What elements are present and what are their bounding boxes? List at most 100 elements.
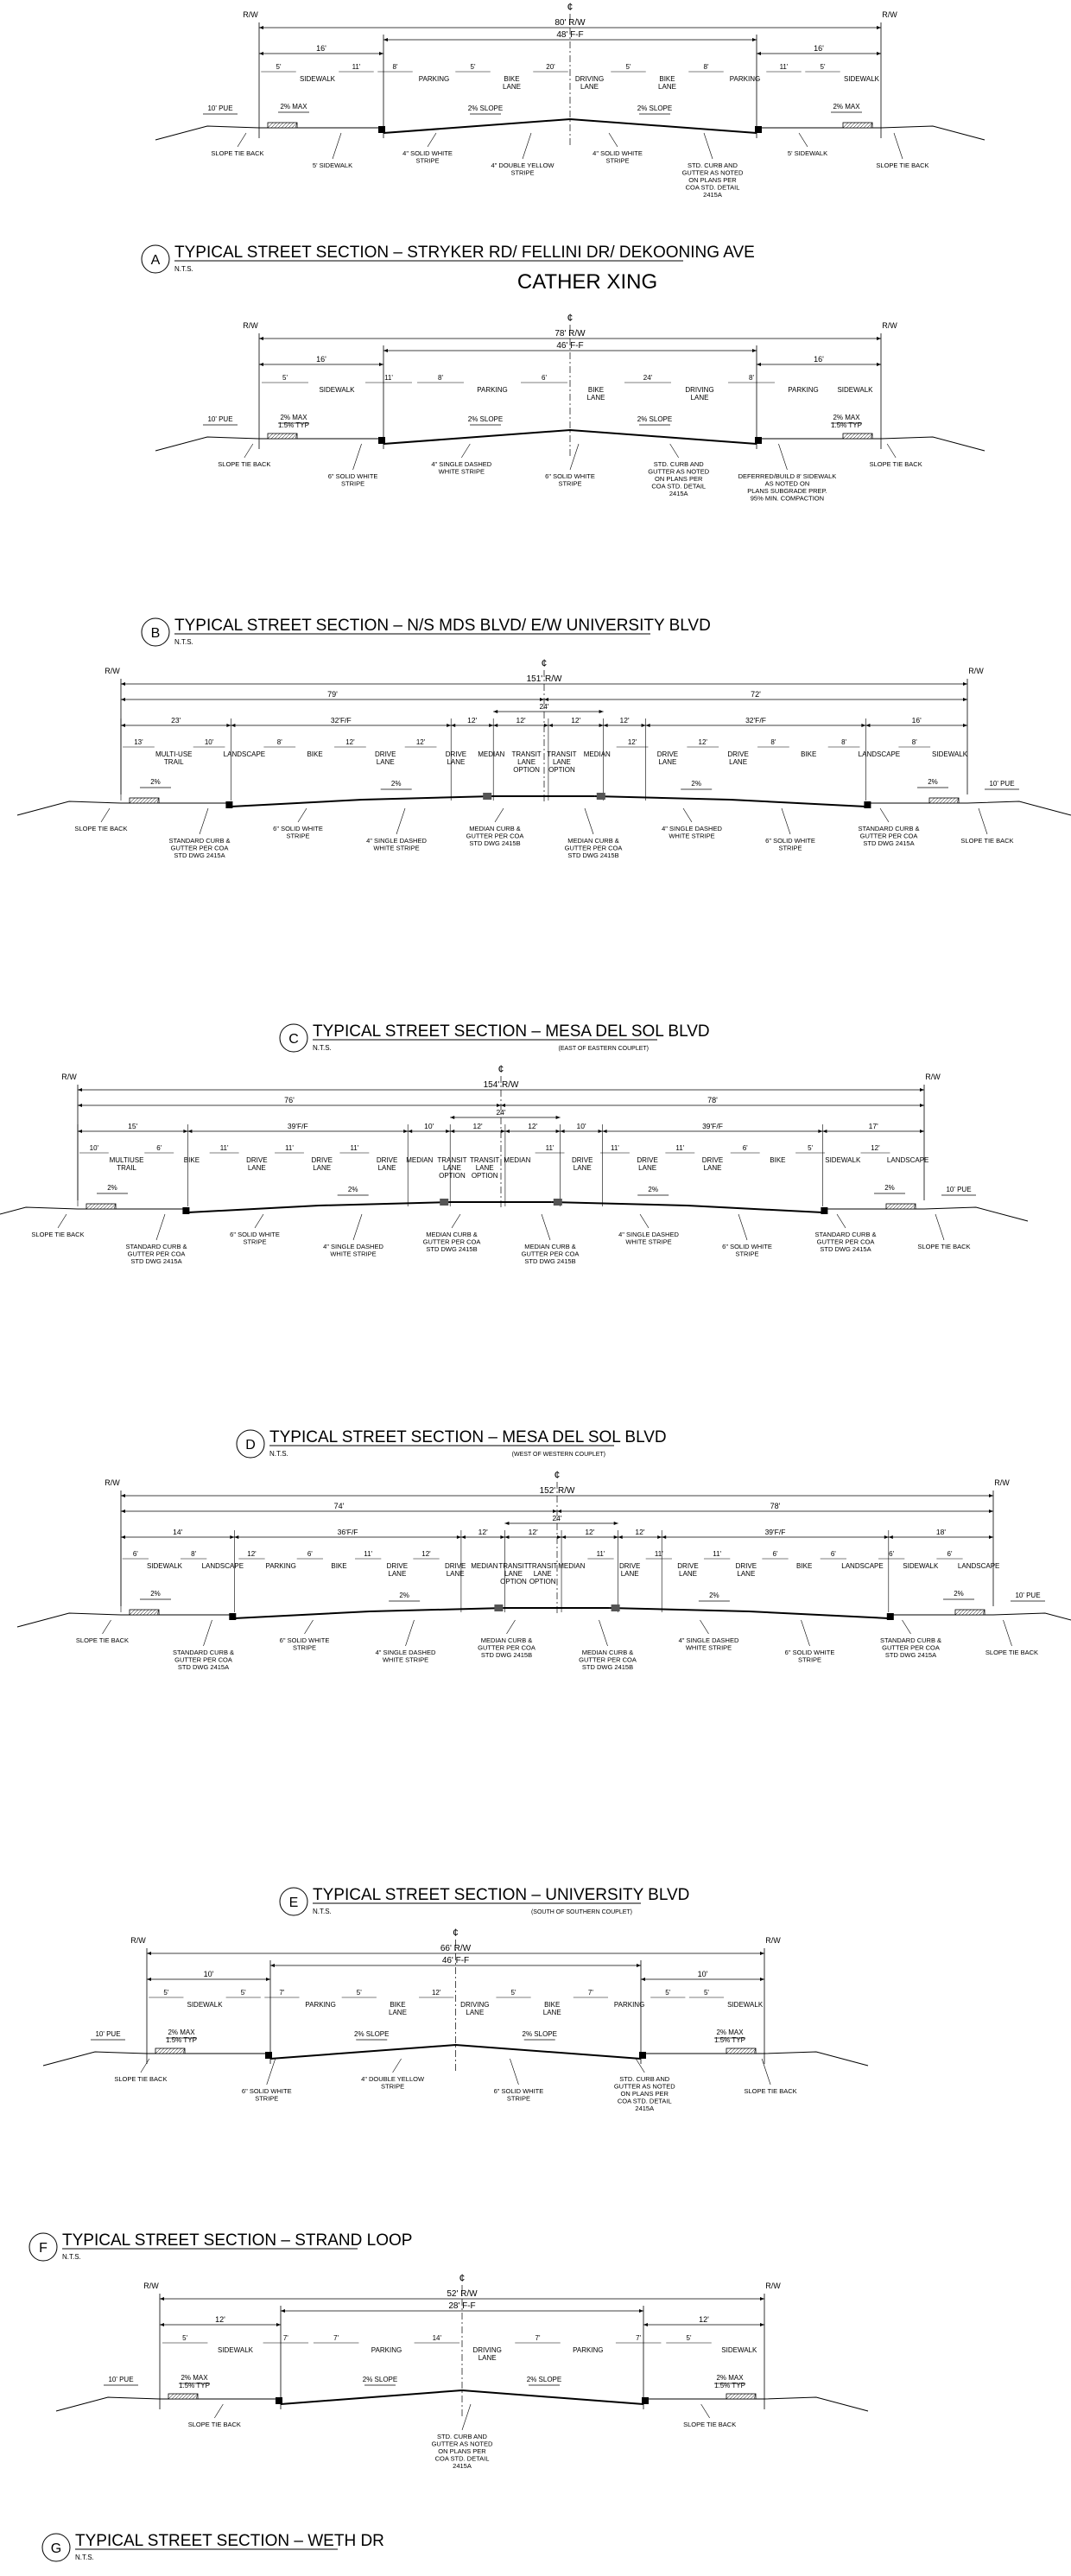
callout-line: TRAIL xyxy=(164,758,184,766)
hatch-line xyxy=(726,2048,732,2054)
hatch-line xyxy=(889,1203,896,1210)
callout-line: 2% MAX xyxy=(168,2029,195,2036)
arrowhead xyxy=(383,38,388,41)
arrowhead xyxy=(752,38,757,41)
component-dimension: 6' xyxy=(307,1550,313,1558)
curb-left xyxy=(182,1207,190,1214)
component-name: BIKE xyxy=(184,1156,200,1164)
component-name: LANDSCAPE xyxy=(887,1156,928,1164)
hatch-line xyxy=(842,122,849,129)
arrowhead xyxy=(557,1510,561,1513)
rw-dimension: 80' R/W xyxy=(555,18,586,28)
hatch-line xyxy=(92,1203,99,1210)
pue-label: 10' PUE xyxy=(207,104,232,112)
component-dimension: 12' xyxy=(432,1989,441,1997)
sidewalk-slab-right xyxy=(954,1609,985,1616)
callout-line: 95% MIN. COMPACTION xyxy=(751,495,824,503)
centerline-symbol: ¢ xyxy=(542,657,548,669)
section-title: TYPICAL STREET SECTION – STRYKER RD/ FEL… xyxy=(174,244,755,262)
callout-line: COA STD. DETAIL xyxy=(618,2098,672,2105)
leader-line xyxy=(494,807,504,823)
component-dimension: 7' xyxy=(333,2334,339,2342)
callout-line: LANE xyxy=(378,1164,396,1172)
leader-line xyxy=(836,1213,846,1229)
hatch-line xyxy=(284,433,291,440)
callout-line: DRIVE xyxy=(446,750,466,758)
hatch-line xyxy=(949,797,956,804)
callout-line: LANE xyxy=(377,758,395,766)
arrowhead xyxy=(147,1978,151,1981)
group-dimension: 32'F/F xyxy=(745,716,766,725)
callout-line: 2% SLOPE xyxy=(637,415,672,423)
hatch-line xyxy=(954,1609,961,1616)
rw-dimension: 154' R/W xyxy=(484,1080,519,1090)
median-curb xyxy=(553,1199,562,1206)
callout-line: STRIPE xyxy=(243,1238,266,1246)
callout-line: 2% xyxy=(709,1592,719,1599)
arrowhead xyxy=(447,724,452,727)
component-name: SIDEWALK xyxy=(721,2346,757,2354)
hatch-line xyxy=(168,2048,175,2054)
hatch-line xyxy=(158,2048,165,2054)
arrowhead xyxy=(121,1535,125,1539)
slope-label: 2% xyxy=(391,780,402,788)
callout-text: SLOPE TIE BACK xyxy=(683,2421,736,2428)
component-dimension: 7' xyxy=(283,2334,288,2342)
callout-line: WHITE STRIPE xyxy=(669,832,714,840)
hatch-line xyxy=(274,433,281,440)
arrowhead xyxy=(379,52,383,55)
callout-line: LANE xyxy=(517,758,536,766)
arrowhead xyxy=(989,1535,993,1539)
hatch-line xyxy=(736,2048,743,2054)
callout-line: 1.5% TYP xyxy=(166,2036,197,2044)
hatch-line xyxy=(153,797,160,804)
arrowhead xyxy=(555,1116,561,1119)
component-dimension: 11' xyxy=(350,1144,358,1152)
arrowhead xyxy=(645,724,650,727)
hatch-line xyxy=(192,2393,199,2400)
slope-label: 2% xyxy=(399,1592,409,1599)
callout-line: DRIVE xyxy=(619,1562,640,1570)
hatch-line xyxy=(732,2393,739,2400)
hatch-line xyxy=(89,1203,96,1210)
leader-line xyxy=(244,443,254,459)
callout-line: STD DWG 2415B xyxy=(426,1245,477,1253)
leader-line xyxy=(427,132,437,148)
callout-line: STRIPE xyxy=(558,480,581,488)
sidewalk-slab-right xyxy=(842,433,873,440)
hatch-line xyxy=(863,122,870,129)
arrowhead xyxy=(281,2309,285,2313)
callout-line: STRIPE xyxy=(778,845,802,852)
curb-right xyxy=(642,2397,649,2404)
arrowhead xyxy=(613,1535,618,1539)
leader-line xyxy=(761,2058,771,2085)
component-name: LANDSCAPE xyxy=(859,750,900,758)
median-curb xyxy=(494,1604,504,1611)
centerline-symbol: ¢ xyxy=(498,1063,504,1075)
callout-text: SLOPE TIE BACK xyxy=(74,825,127,832)
hatch-line xyxy=(972,1609,979,1616)
slope-tie-back-right xyxy=(966,801,1071,816)
arrowhead xyxy=(504,1535,510,1539)
arrowhead xyxy=(920,1104,924,1107)
callout-line: MEDIAN CURB & xyxy=(469,825,521,832)
callout-line: SLOPE TIE BACK xyxy=(31,1231,84,1238)
hatch-line xyxy=(746,2048,753,2054)
group-dimension: 10' xyxy=(424,1122,434,1130)
callout-line: OPTION xyxy=(529,1578,556,1585)
callout-line: 2415A xyxy=(635,2104,654,2112)
callout-line: PLANS SUBGRADE PREP. xyxy=(747,487,827,495)
median-curb xyxy=(483,793,492,800)
component-name: SIDEWALK xyxy=(903,1562,939,1570)
section-subtitle: CATHER XING xyxy=(517,270,657,294)
